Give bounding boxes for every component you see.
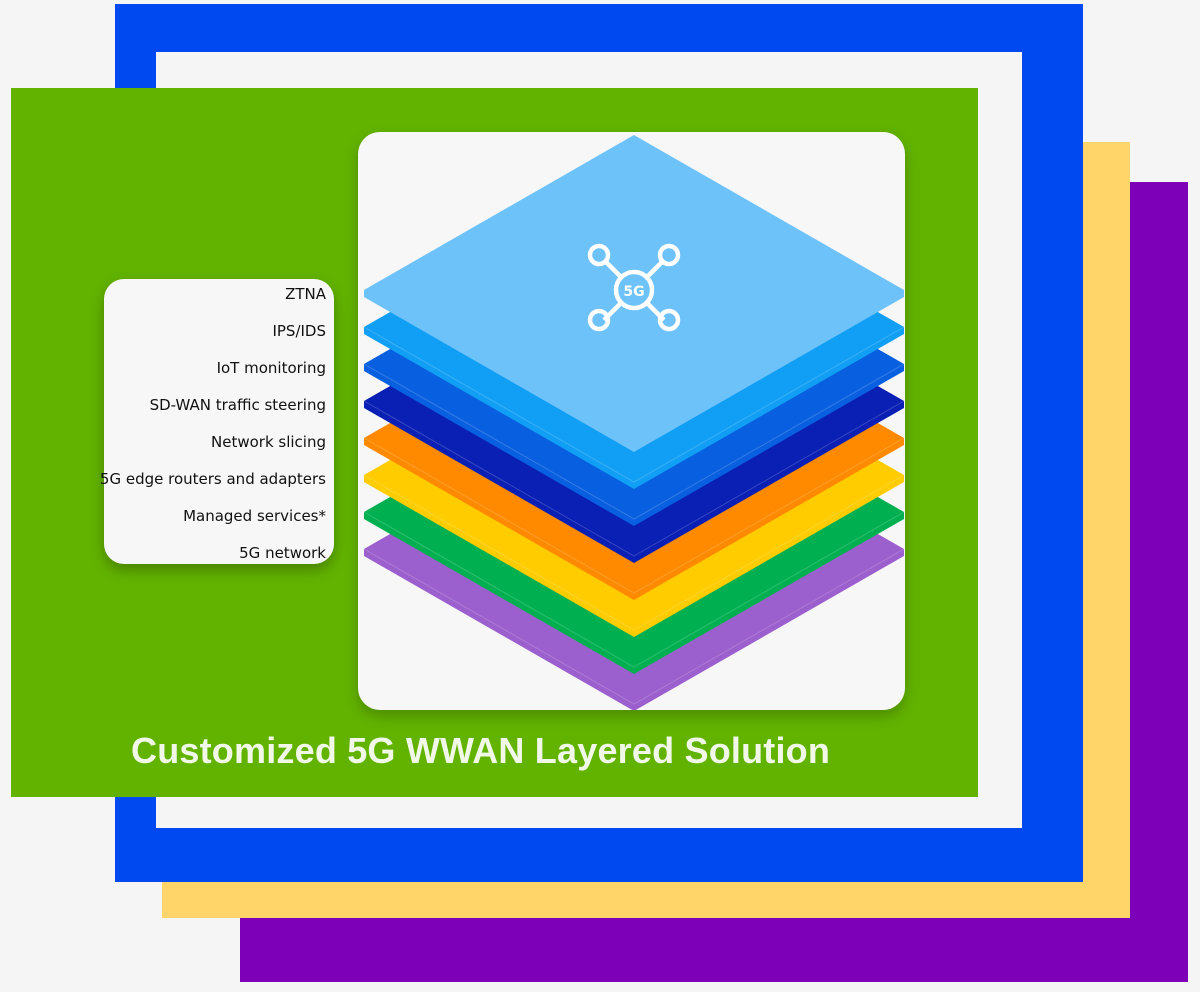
layer-edge — [363, 363, 905, 520]
legend-item-3: IoT monitoring — [216, 359, 326, 377]
layer-edge — [363, 400, 905, 557]
layer-edge — [363, 326, 905, 483]
legend-item-7: Managed services* — [183, 507, 326, 525]
layer-stack-card: 5G — [358, 132, 905, 710]
legend-item-1: ZTNA — [285, 285, 326, 303]
5g-network-node-icon: 5G — [587, 243, 681, 332]
slide-caption: Customized 5G WWAN Layered Solution — [131, 730, 831, 771]
legend-item-5: Network slicing — [211, 433, 326, 451]
legend-item-2: IPS/IDS — [272, 322, 326, 340]
5g-icon-label: 5G — [623, 284, 644, 300]
layer-edge — [363, 437, 905, 594]
layer-ztna — [364, 135, 904, 452]
legend-item-4: SD-WAN traffic steering — [149, 396, 326, 414]
layer-edge — [363, 511, 905, 668]
legend-item-6: 5G edge routers and adapters — [99, 470, 326, 488]
layer-stack-diagram: 5G — [363, 135, 905, 710]
layer-stack-group — [363, 135, 905, 710]
layer-edge — [363, 474, 905, 631]
layer-edge — [363, 548, 905, 705]
legend-item-8: 5G network — [239, 544, 326, 562]
